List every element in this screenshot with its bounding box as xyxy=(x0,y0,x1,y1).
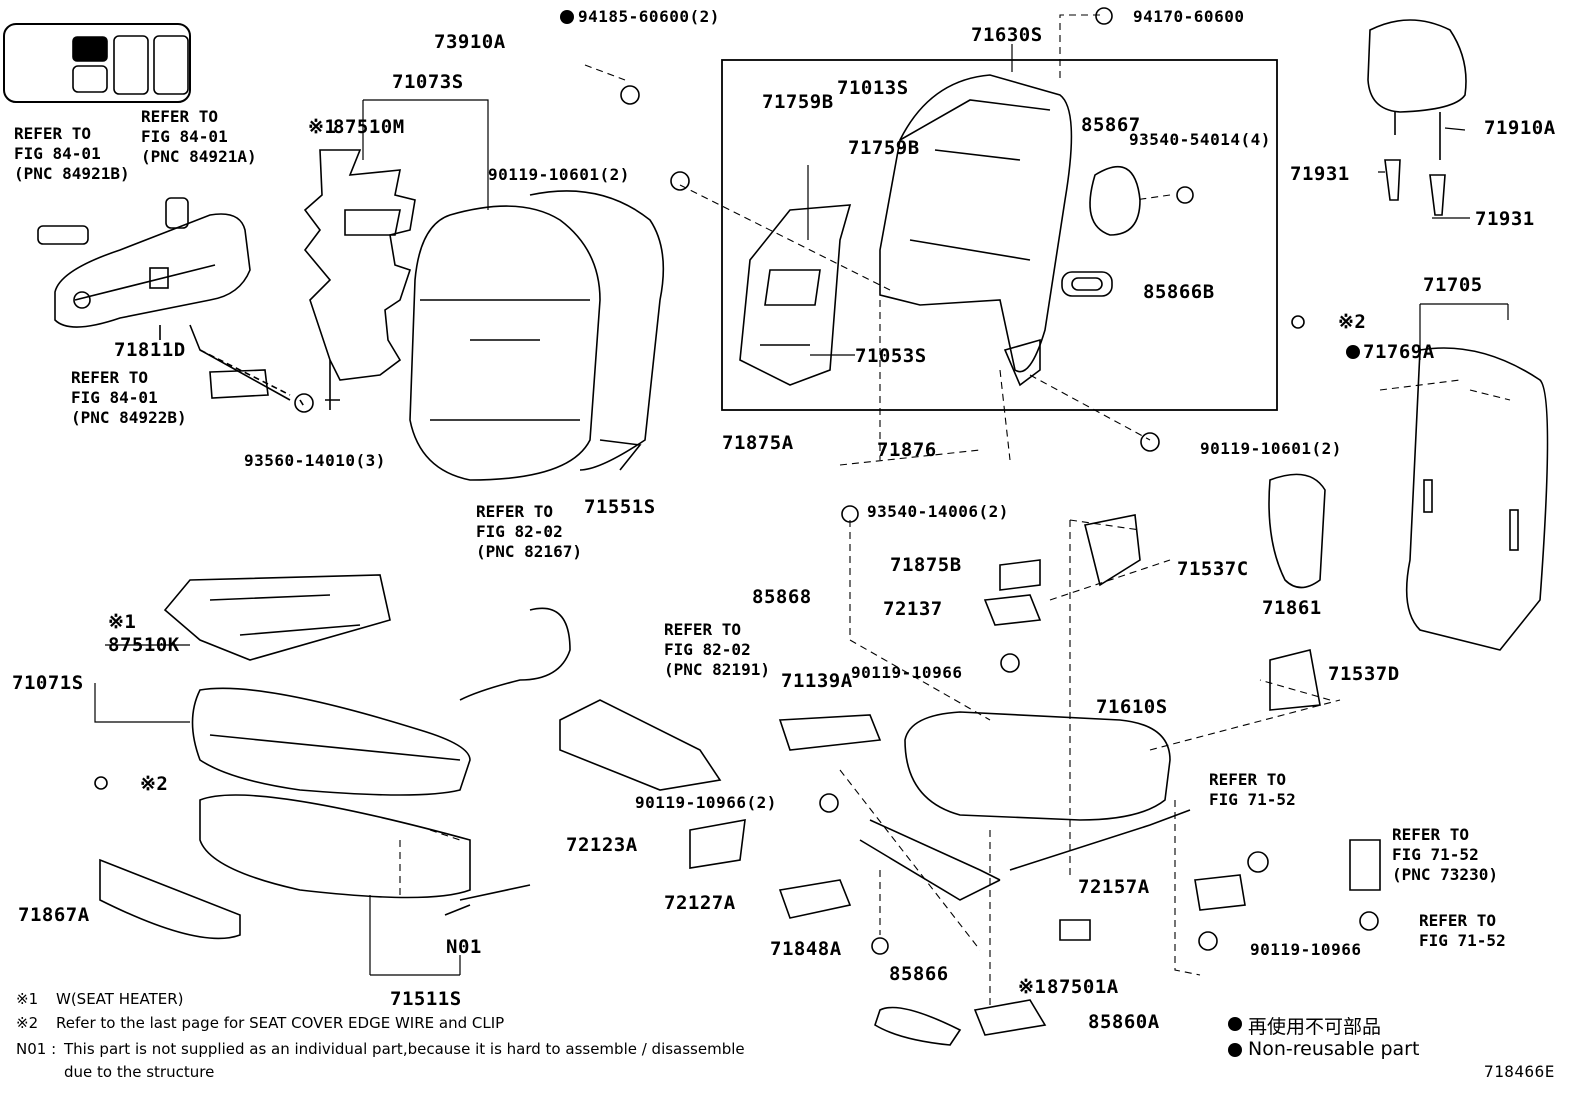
label-71551S: 71551S xyxy=(584,496,656,518)
label-93540-14006: 93540-14006(2) xyxy=(867,502,1009,521)
label-71073S: 71073S xyxy=(392,71,464,93)
label-71876: 71876 xyxy=(877,439,937,461)
seatback-frame-part xyxy=(721,59,1278,411)
ref-fig82-82191[interactable]: REFER TO FIG 82-02 (PNC 82191) xyxy=(664,620,770,679)
label-71610S: 71610S xyxy=(1096,696,1168,718)
label-71931-a: 71931 xyxy=(1290,163,1350,185)
note-3-text-1: This part is not supplied as an individu… xyxy=(64,1040,745,1058)
label-mark2-left: ※2 xyxy=(140,773,169,795)
label-72137: 72137 xyxy=(883,598,943,620)
label-90119-10601-top: 90119-10601(2) xyxy=(488,165,630,184)
cushion-heater-part xyxy=(163,574,391,661)
label-87510M: 87510M xyxy=(333,116,405,138)
label-90119-10966-b: 90119-10966(2) xyxy=(635,793,777,812)
label-94185-60600: 94185-60600(2) xyxy=(578,7,720,26)
label-85868: 85868 xyxy=(752,586,812,608)
label-71053S: 71053S xyxy=(855,345,927,367)
label-85866: 85866 xyxy=(889,963,949,985)
label-93540-54014: 93540-54014(4) xyxy=(1129,130,1271,149)
label-71705: 71705 xyxy=(1423,274,1483,296)
label-73910A: 73910A xyxy=(434,31,506,53)
label-94170-60600: 94170-60600 xyxy=(1133,7,1245,26)
label-71867A: 71867A xyxy=(18,904,90,926)
thumbnail-icon xyxy=(3,23,191,103)
dashed-assembly-lines xyxy=(399,14,1511,1010)
label-87501A: 87501A xyxy=(1047,976,1119,998)
seat-cushion-part xyxy=(99,687,471,940)
solid-dots xyxy=(560,10,1360,1057)
seatback-cover-part xyxy=(409,190,665,481)
label-71811D: 71811D xyxy=(114,339,186,361)
label-71013S: 71013S xyxy=(837,77,909,99)
ref-fig84-84921A[interactable]: REFER TO FIG 84-01 (PNC 84921A) xyxy=(141,107,257,166)
label-71071S: 71071S xyxy=(12,672,84,694)
ref-fig82-82167[interactable]: REFER TO FIG 82-02 (PNC 82167) xyxy=(476,502,582,561)
label-72157A: 72157A xyxy=(1078,876,1150,898)
ref-fig7152-b[interactable]: REFER TO FIG 71-52 xyxy=(1419,911,1506,950)
label-72127A: 72127A xyxy=(664,892,736,914)
label-N01: N01 xyxy=(446,936,482,958)
note-1-mark: ※1 xyxy=(16,990,39,1008)
ref-fig84-84922B[interactable]: REFER TO FIG 84-01 (PNC 84922B) xyxy=(71,368,187,427)
label-71511S: 71511S xyxy=(390,988,462,1010)
label-71759B-a: 71759B xyxy=(762,91,834,113)
legend-en: Non-reusable part xyxy=(1248,1038,1420,1060)
label-93560-14010: 93560-14010(3) xyxy=(244,451,386,470)
label-71875A: 71875A xyxy=(722,432,794,454)
seatback-heater-part xyxy=(303,149,416,410)
figure-code: 718466E xyxy=(1484,1062,1555,1081)
legend-jp: 再使用不可部品 xyxy=(1248,1016,1382,1038)
label-71630S: 71630S xyxy=(971,24,1043,46)
label-71848A: 71848A xyxy=(770,938,842,960)
label-71931-b: 71931 xyxy=(1475,208,1535,230)
fasteners xyxy=(94,7,1379,955)
label-71769A: 71769A xyxy=(1363,341,1435,363)
label-87510K-mark: ※1 xyxy=(108,611,137,633)
note-3-text-2: due to the structure xyxy=(64,1063,215,1081)
label-85860A: 85860A xyxy=(1088,1011,1160,1033)
leader-lines xyxy=(94,44,1509,976)
label-mark2-right: ※2 xyxy=(1338,311,1367,333)
label-90119-10601-b: 90119-10601(2) xyxy=(1200,439,1342,458)
label-87501A-mark: ※1 xyxy=(1018,976,1047,998)
rear-panel-part xyxy=(1268,347,1549,651)
label-72123A: 72123A xyxy=(566,834,638,856)
label-85866B: 85866B xyxy=(1143,281,1215,303)
label-71537C: 71537C xyxy=(1177,558,1249,580)
note-2-text: Refer to the last page for SEAT COVER ED… xyxy=(56,1014,505,1032)
label-90119-10966-c: 90119-10966 xyxy=(1250,940,1362,959)
note-2-mark: ※2 xyxy=(16,1014,39,1032)
label-71139A: 71139A xyxy=(781,670,853,692)
ref-fig84-84921B[interactable]: REFER TO FIG 84-01 (PNC 84921B) xyxy=(14,124,130,183)
headrest-part xyxy=(1367,19,1467,216)
ref-fig7152-73230[interactable]: REFER TO FIG 71-52 (PNC 73230) xyxy=(1392,825,1498,884)
seat-track-part xyxy=(689,514,1381,1046)
side-cover-part xyxy=(37,197,306,409)
ref-fig7152-a[interactable]: REFER TO FIG 71-52 xyxy=(1209,770,1296,809)
note-3-mark: N01 : xyxy=(16,1040,57,1058)
label-71861: 71861 xyxy=(1262,597,1322,619)
label-71759B-b: 71759B xyxy=(848,137,920,159)
label-71875B: 71875B xyxy=(890,554,962,576)
label-90119-10966-a: 90119-10966 xyxy=(851,663,963,682)
label-71910A: 71910A xyxy=(1484,117,1556,139)
label-87510M-mark: ※1 xyxy=(308,116,337,138)
label-87510K: 87510K xyxy=(108,634,180,656)
label-85867: 85867 xyxy=(1081,114,1141,136)
wire-harness-part xyxy=(444,607,722,916)
note-1-text: W(SEAT HEATER) xyxy=(56,990,184,1008)
label-71537D: 71537D xyxy=(1328,663,1400,685)
